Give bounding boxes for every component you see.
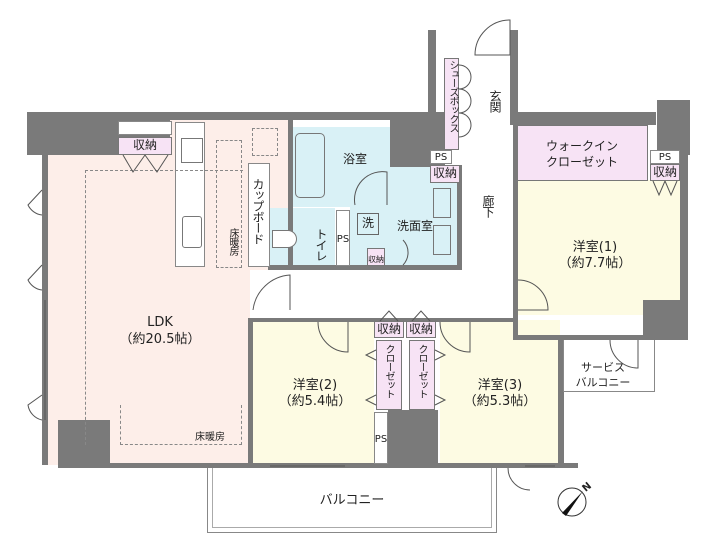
stove-icon	[181, 138, 203, 163]
hallway-vertical	[458, 120, 516, 280]
ps-toilet	[336, 210, 350, 266]
walk-in-closet-label-1: ウォークイン	[545, 139, 618, 153]
room1-storage-label: 収納	[652, 165, 677, 179]
wall-ldk-right	[248, 318, 253, 468]
washer-box	[357, 213, 379, 235]
service-balcony-label-1: サービス	[581, 361, 625, 374]
wall-room1-left	[513, 125, 518, 340]
bathroom-label: 浴室	[342, 152, 367, 166]
wall-closet-core	[388, 410, 438, 468]
ldk-name: LDK	[147, 315, 173, 330]
room2-closet-label: クローゼット	[383, 344, 394, 398]
washroom-label: 洗面室	[396, 219, 433, 233]
wall-room1-bottom	[516, 335, 646, 340]
ps-room1-label: PS	[658, 152, 672, 163]
toilet-fixture	[272, 230, 297, 248]
vanity-sink-2	[433, 225, 451, 255]
ps-wash	[430, 150, 452, 164]
floor-heating-label-ldk: 床暖房	[195, 432, 225, 443]
vanity-sink-1	[433, 188, 451, 218]
service-balcony-label-2: バルコニー	[575, 376, 631, 389]
compass-icon	[557, 487, 587, 517]
ps-room2	[374, 412, 388, 464]
wall-room3-right	[558, 338, 564, 468]
wash-storage-small	[367, 248, 385, 266]
wall-top-mid	[170, 112, 425, 120]
sink-icon	[182, 216, 202, 248]
wall-bottom-left-block	[58, 420, 110, 465]
ps-room1	[650, 150, 680, 164]
wall-entrance-right	[510, 30, 518, 125]
wash-storage-label: 収納	[432, 166, 457, 180]
ldk-storage-label: 収納	[132, 138, 157, 152]
wash-storage-small-label: 収納	[368, 255, 384, 264]
balcony-label: バルコニー	[319, 493, 385, 508]
cupboard-label: カップボード	[251, 178, 265, 244]
ldk-storage-shelf	[118, 121, 172, 135]
room2-storage	[374, 321, 404, 338]
room3-storage-label: 収納	[408, 322, 433, 336]
room3-storage	[406, 321, 436, 338]
wall-wash-right	[457, 165, 462, 270]
western-room-2-size: （約5.4帖）	[278, 394, 352, 409]
wall-kitchen-right	[288, 120, 293, 270]
floor-heating-label-kitchen: 床暖房	[227, 228, 238, 255]
room2-storage-label: 収納	[376, 322, 401, 336]
washer-label: 洗	[361, 216, 374, 230]
cupboard	[248, 163, 270, 267]
western-room-2	[252, 320, 374, 465]
floor-heating-ldk-lower	[120, 405, 242, 445]
shoebox	[444, 58, 459, 150]
walk-in-closet-label-2: クローゼット	[545, 155, 618, 169]
bathtub	[295, 133, 325, 198]
western-room-3	[440, 320, 560, 465]
floor-heating-ldk	[85, 170, 243, 445]
wall-right-bottom-block	[643, 300, 688, 340]
western-room-2-name: 洋室(2)	[292, 378, 338, 393]
wall-hall-bottom	[250, 318, 515, 322]
wall-entrance-left	[428, 30, 436, 120]
ps-toilet-label: PS	[336, 234, 350, 245]
service-balcony	[563, 340, 655, 392]
balcony-inner	[212, 468, 492, 528]
toilet-label: トイレ	[314, 228, 328, 261]
wall-right	[680, 150, 688, 315]
western-room-1-size: （約7.7帖）	[558, 256, 632, 271]
wall-wet-bottom	[268, 265, 460, 270]
ps-wash-label: PS	[434, 152, 448, 163]
room1-storage	[650, 164, 680, 181]
western-room-3-size: （約5.3帖）	[463, 394, 537, 409]
wall-right-top	[516, 112, 656, 125]
fridge-space	[252, 128, 278, 156]
room3-closet	[409, 340, 435, 410]
ldk-storage	[118, 137, 172, 155]
wall-right-block	[657, 100, 690, 155]
floor-heating-kitchen	[216, 140, 242, 268]
ldk-size: （約20.5帖）	[119, 332, 201, 347]
balcony	[207, 468, 497, 533]
entrance-label: 玄関	[488, 90, 502, 112]
walk-in-closet	[516, 125, 648, 181]
hallway-label: 廊下	[481, 195, 495, 217]
western-room-1	[516, 180, 681, 315]
wash-storage	[430, 165, 460, 183]
western-room-1-name: 洋室(1)	[572, 240, 618, 255]
ps-room2-label: PS	[374, 434, 388, 445]
room2-closet	[376, 340, 402, 410]
western-room-3-name: 洋室(3)	[477, 378, 523, 393]
room3-closet-label: クローゼット	[416, 344, 427, 398]
shoebox-label: シューズボックス	[447, 60, 458, 132]
